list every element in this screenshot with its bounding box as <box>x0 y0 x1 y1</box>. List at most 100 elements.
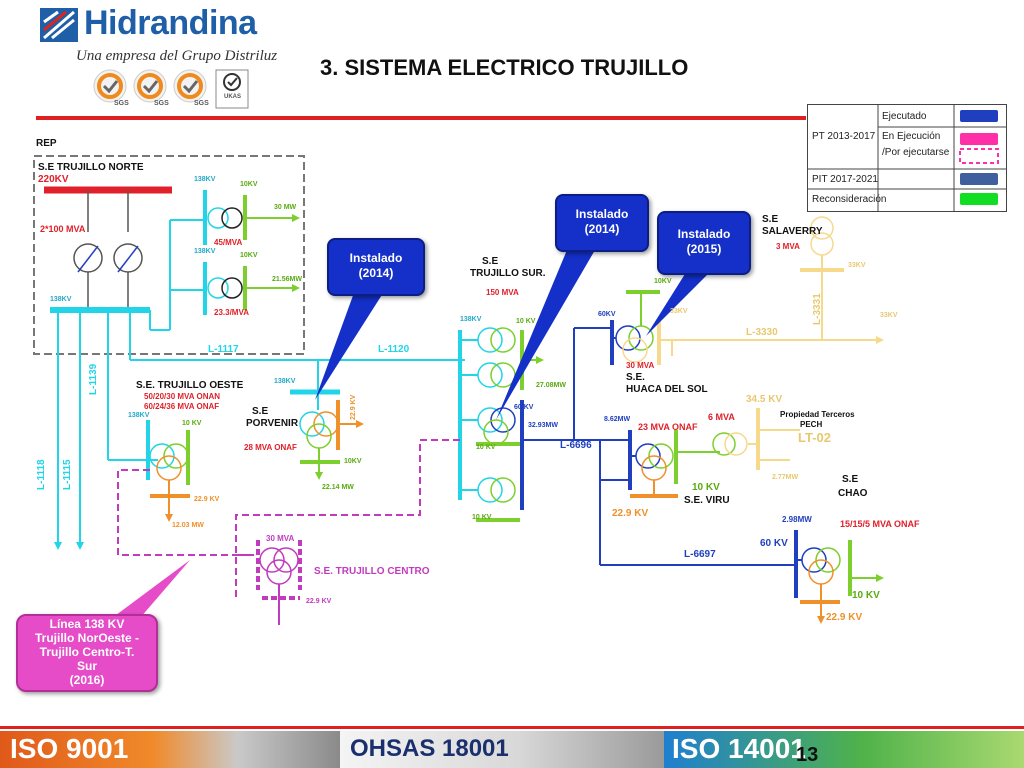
label-138kv-oeste: 138KV <box>128 412 150 419</box>
callout-linea-line2: Trujillo NorOeste - <box>34 631 139 645</box>
label-30mva-centro: 30 MVA <box>266 534 295 543</box>
transformer-tsur-2-icon <box>477 362 516 388</box>
label-21-56mw: 21.56MW <box>272 276 302 283</box>
label-60kv-chao: 60 KV <box>760 538 788 549</box>
label-22-14mw: 22.14 MW <box>322 484 354 491</box>
transformer-porvenir-icon <box>299 411 339 449</box>
label-45mva: 45/MVA <box>214 238 243 247</box>
callout-tsur-line2: (2014) <box>584 222 620 236</box>
label-se-salaverry-1: S.E <box>762 214 779 225</box>
label-138kv-branch2: 138KV <box>194 248 216 255</box>
label-6mva: 6 MVA <box>708 412 735 422</box>
label-l1139: L-1139 <box>88 363 99 395</box>
certification-badges <box>92 68 252 110</box>
label-l1117: L-1117 <box>208 344 239 355</box>
transformer-45mva-icon <box>207 207 243 229</box>
transformer-tsur-3-icon <box>477 407 516 445</box>
callout-tsur-line1: Instalado <box>575 207 629 221</box>
label-se-trujillo-norte: S.E TRUJILLO NORTE <box>38 162 144 173</box>
label-27-08mw: 27.08MW <box>536 382 566 389</box>
label-chao-spec: 15/15/5 MVA ONAF <box>840 519 920 529</box>
callout-huaca-pointer <box>646 266 716 336</box>
transformer-23-3mva-icon <box>207 277 243 299</box>
transformer-trujillo-norte-1-icon <box>73 243 103 273</box>
label-se-huaca-1: S.E. <box>626 372 645 383</box>
sgs-badge-icon <box>133 69 167 103</box>
legend-status-en-ejecucion: En Ejecución <box>882 131 941 142</box>
label-10kv-branch1: 10KV <box>240 181 258 188</box>
label-se-chao-1: S.E <box>842 474 859 485</box>
label-32-93mw: 32.93MW <box>528 422 558 429</box>
label-10kv-porvenir: 10KV <box>344 458 362 465</box>
label-oeste-spec1: 50/20/30 MVA ONAN <box>144 392 221 401</box>
callout-huaca-line2: (2015) <box>686 242 722 256</box>
label-30mva-huaca: 30 MVA <box>626 361 655 370</box>
label-l1115: L-1115 <box>62 459 73 490</box>
rep-boundary <box>33 155 305 355</box>
label-60kv-tsur: 60 KV <box>514 404 534 411</box>
label-l3331: L-3331 <box>812 293 823 325</box>
footer-iso14001-label: ISO 14001 <box>672 733 806 764</box>
label-22-9kv-porvenir: 22.9 KV <box>350 394 357 420</box>
label-pech: PECH <box>800 420 823 429</box>
callout-linea-line1: Línea 138 KV <box>49 617 125 631</box>
label-se-chao-2: CHAO <box>838 488 868 499</box>
footer-iso14001-banner: ISO 14001 <box>664 731 1024 768</box>
label-2-77mw: 2.77MW <box>772 474 799 481</box>
label-l1120: L-1120 <box>378 344 410 355</box>
transformer-huaca-del-sol-icon <box>615 325 654 363</box>
callout-linea-line5: (2016) <box>69 673 105 687</box>
label-10kv-tsur1: 10 KV <box>516 318 536 325</box>
label-3mva: 3 MVA <box>776 242 800 251</box>
label-150mva: 150 MVA <box>486 288 519 297</box>
callout-linea-line4: Sur <box>76 659 97 673</box>
label-se-huaca-2: HUACA DEL SOL <box>626 384 708 395</box>
footer-rule <box>0 726 1024 729</box>
sgs-badge-icon <box>173 69 207 103</box>
transformer-6mva-icon <box>712 432 748 456</box>
page-number: 13 <box>796 744 819 766</box>
legend-swatch-reconsideracion <box>960 193 998 205</box>
label-138kv-branch1: 138KV <box>194 176 216 183</box>
footer-ohsas-label: OHSAS 18001 <box>350 735 509 762</box>
transformer-tsur-1-icon <box>477 327 516 353</box>
label-l6696: L-6696 <box>560 440 592 451</box>
legend-swatch-en-ejecucion <box>960 133 998 145</box>
cert-label: SGS <box>154 100 169 107</box>
legend-swatch-pit <box>960 173 998 185</box>
label-10kv-tsur3: 10 KV <box>472 514 492 521</box>
label-138kv-porvenir: 138KV <box>274 378 296 385</box>
legend-table: PT 2013-2017 Ejecutado En Ejecución /Por… <box>807 104 1007 212</box>
label-se-tsur-1: S.E <box>482 256 499 267</box>
company-logo-icon <box>40 8 78 42</box>
label-2x100-mva: 2*100 MVA <box>40 224 86 234</box>
label-l6697: L-6697 <box>684 549 716 560</box>
label-10kv-chao: 10 KV <box>852 590 880 601</box>
label-138kv-norte: 138KV <box>50 296 72 303</box>
footer-iso9001-banner: ISO 9001 <box>0 731 340 768</box>
callout-tsur: Instalado (2014) <box>555 194 649 252</box>
label-8-62mw: 8.62MW <box>604 416 631 423</box>
label-se-porvenir-1: S.E <box>252 406 269 417</box>
callout-linea-pointer <box>112 560 190 618</box>
cert-label: SGS <box>114 100 129 107</box>
label-se-tsur-2: TRUJILLO SUR. <box>470 268 546 279</box>
sgs-badge-icon <box>93 69 127 103</box>
label-12-03mw: 12.03 MW <box>172 522 204 529</box>
label-l3330: L-3330 <box>746 327 778 338</box>
transformer-tsur-4-icon <box>477 477 516 503</box>
company-tagline: Una empresa del Grupo Distriluz <box>76 48 278 64</box>
label-22-9kv-oeste: 22.9 KV <box>194 496 220 503</box>
label-33kv-line: 33KV <box>880 312 898 319</box>
label-23mva-viru: 23 MVA ONAF <box>638 422 698 432</box>
label-2-98mw: 2.98MW <box>782 515 812 524</box>
label-33kv-huaca: 33KV <box>670 308 688 315</box>
callout-huaca-line1: Instalado <box>677 227 731 241</box>
label-10kv-viru: 10 KV <box>692 482 720 493</box>
label-22-9kv-viru: 22.9 KV <box>612 508 649 519</box>
label-10kv-huaca: 10KV <box>654 278 672 285</box>
legend-status-ejecutado: Ejecutado <box>882 111 927 122</box>
transformer-trujillo-norte-2-icon <box>113 243 143 273</box>
